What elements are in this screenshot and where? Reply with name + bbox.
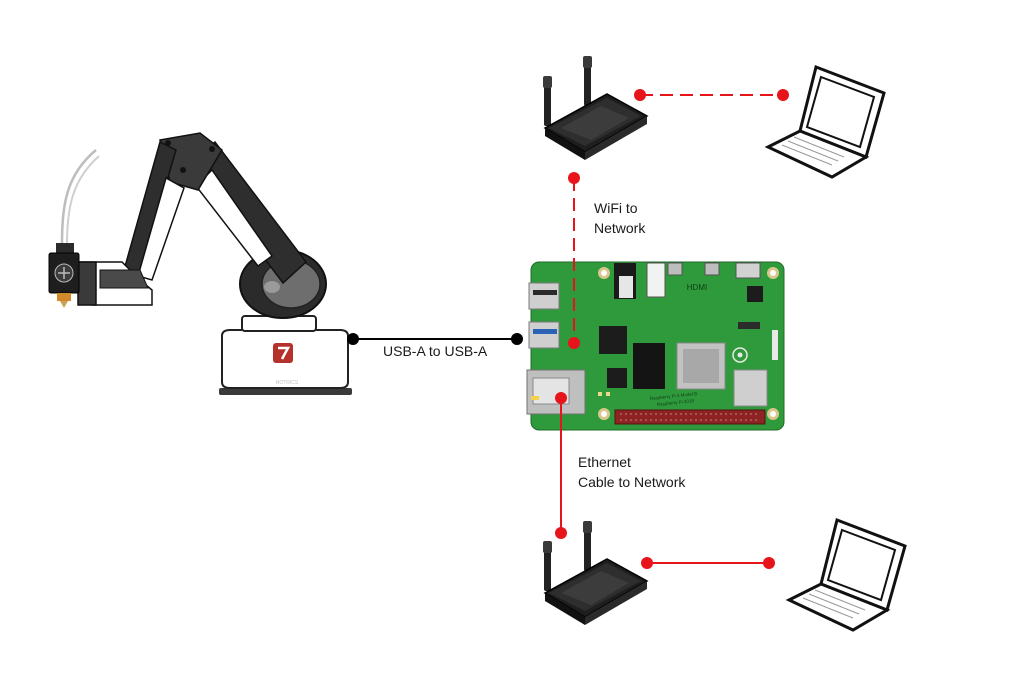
usb-endpoint-robot xyxy=(347,333,359,345)
laptop-icon xyxy=(764,64,886,179)
top-link-endpoint-router xyxy=(634,89,646,101)
robotic-arm-icon: ROTRICS xyxy=(48,132,352,395)
bottom-link-endpoint-laptop xyxy=(763,557,775,569)
wifi-endpoint-top xyxy=(568,172,580,184)
top-link-endpoint-laptop xyxy=(777,89,789,101)
bottom-link-endpoint-router xyxy=(641,557,653,569)
top-wifi-connection xyxy=(634,89,789,101)
ethernet-endpoint-board xyxy=(555,392,567,404)
wifi-router-icon xyxy=(543,56,649,160)
ethernet-endpoint-router xyxy=(555,527,567,539)
board-silk-model: Raspberry Pi 4 Model B xyxy=(650,391,698,401)
usb-endpoint-board xyxy=(511,333,523,345)
ethernet-connection xyxy=(555,392,567,539)
ethernet-label-line1: Ethernet xyxy=(578,454,631,470)
raspberry-pi-board-icon: HDMI Raspberry Pi 4 Model B Raspberry Pi… xyxy=(526,261,785,431)
usb-connection xyxy=(347,333,523,345)
wifi-router-icon xyxy=(543,521,649,625)
board-silk-hdmi: HDMI xyxy=(687,283,707,292)
wifi-endpoint-board xyxy=(568,337,580,349)
wifi-label-line1: WiFi to xyxy=(594,200,638,216)
bottom-ethernet-connection xyxy=(641,557,775,569)
laptop-icon xyxy=(785,517,907,632)
wifi-connection xyxy=(568,172,580,349)
wifi-label-line2: Network xyxy=(594,220,646,236)
board-silk-copyright: Raspberry Pi 2018 xyxy=(657,398,695,407)
svg-text:ROTRICS: ROTRICS xyxy=(276,380,299,386)
usb-link-label: USB-A to USB-A xyxy=(383,343,488,359)
ethernet-label-line2: Cable to Network xyxy=(578,474,686,490)
